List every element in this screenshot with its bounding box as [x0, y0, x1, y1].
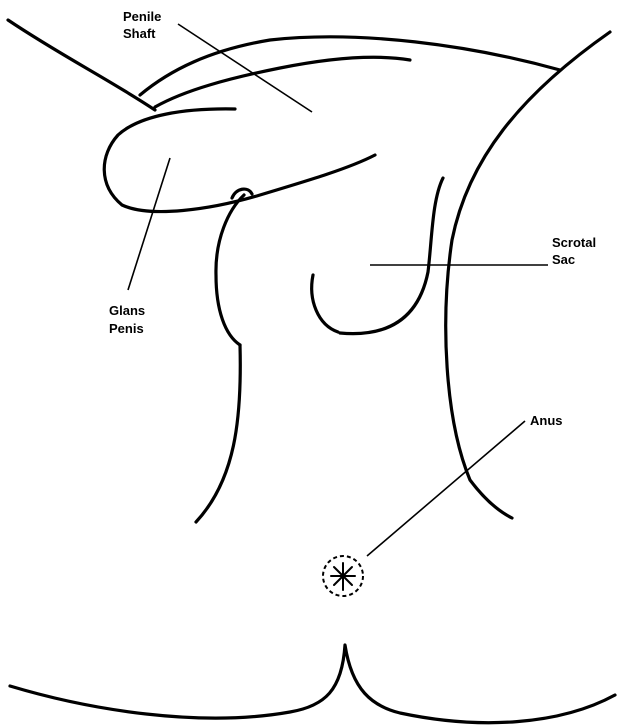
penile-shaft-label: Penile Shaft [123, 9, 165, 41]
scrotal-lobe-left [312, 275, 338, 332]
scrotal-sac-label: Scrotal Sac [552, 235, 600, 267]
anus-label: Anus [530, 413, 563, 428]
gluteal-outline [10, 645, 615, 723]
anus-leader [367, 421, 525, 556]
glans-penis-label: Glans Penis [109, 303, 149, 336]
perineum-left-outline [196, 345, 240, 522]
anus-mark [323, 556, 363, 596]
glans-penis-outline [104, 109, 375, 212]
scrotal-sac-outline [216, 195, 244, 345]
right-thigh-outline [446, 32, 610, 518]
glans-penis-leader [128, 158, 170, 290]
scrotal-lobe-right [340, 178, 443, 334]
penile-shaft-inner-line [155, 57, 410, 107]
